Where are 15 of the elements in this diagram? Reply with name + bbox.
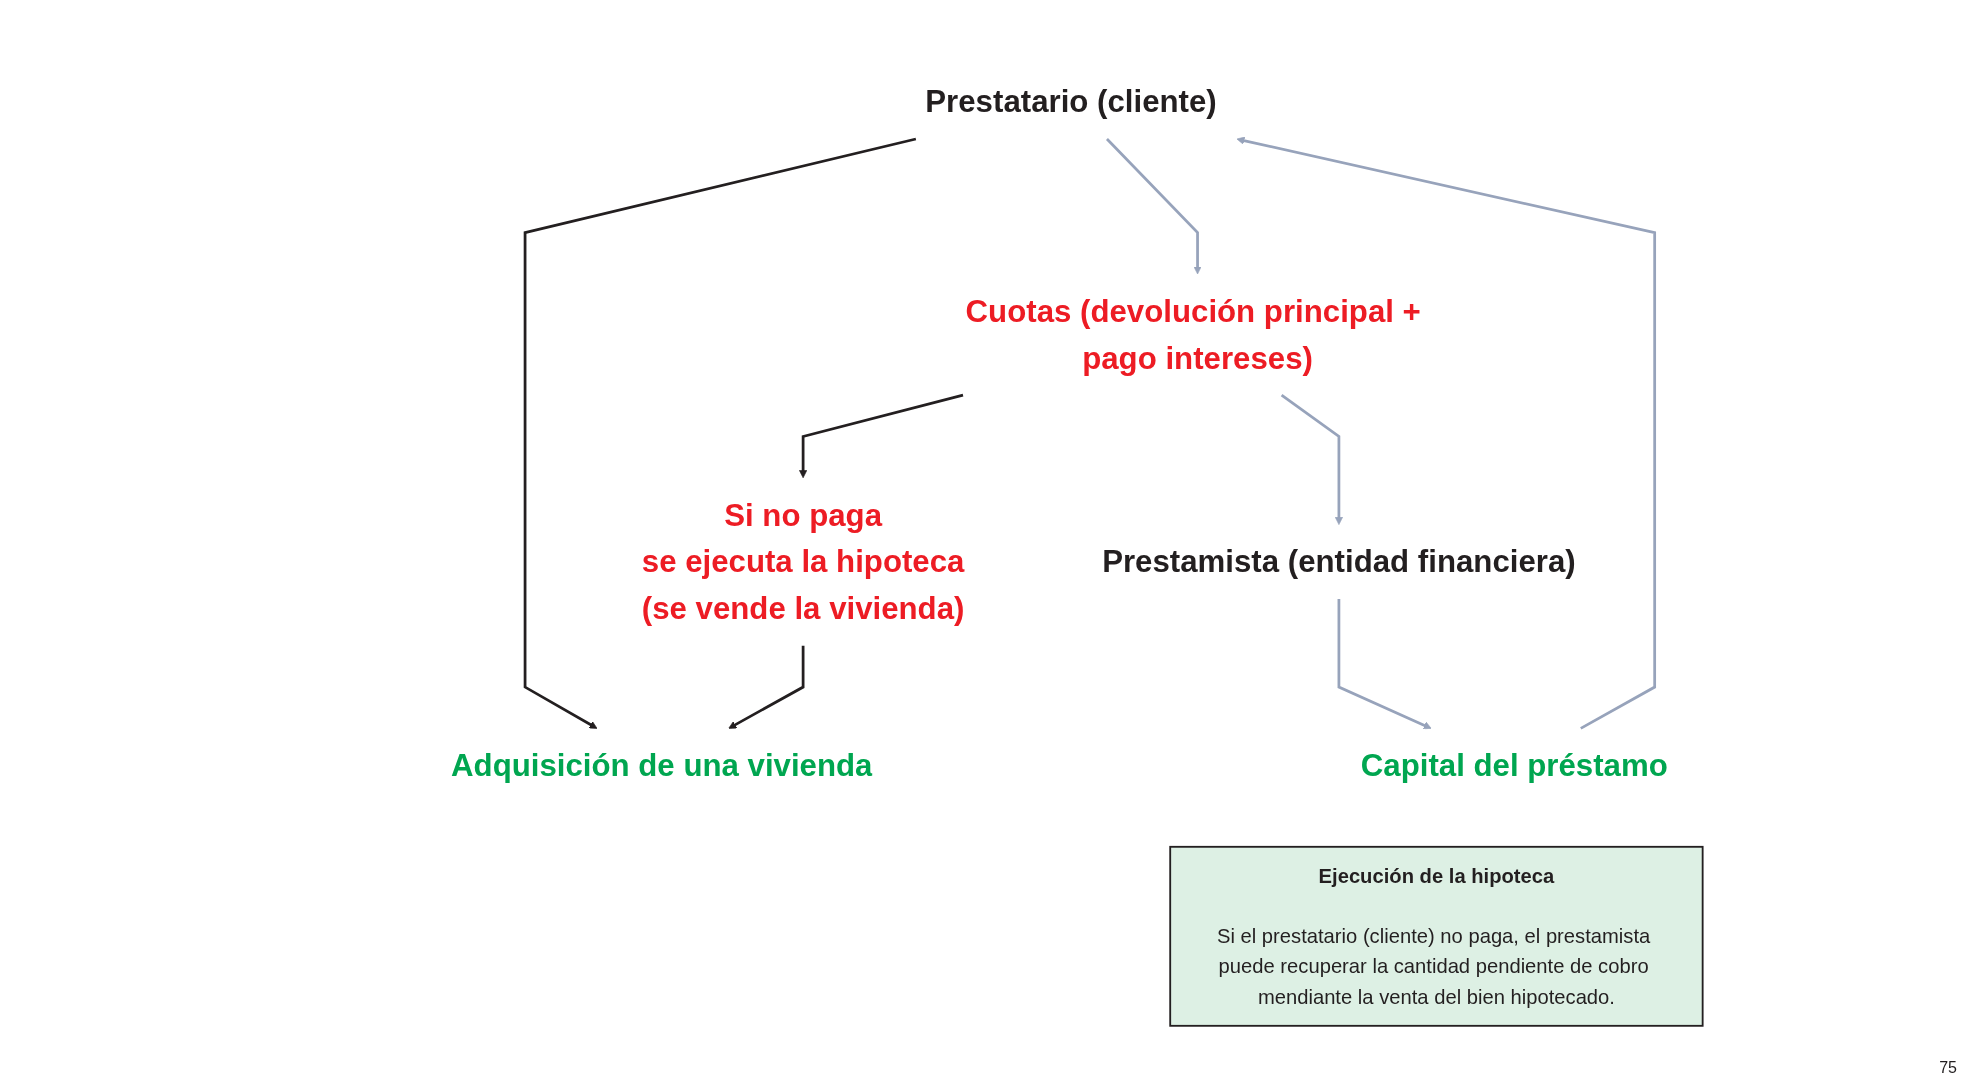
- arrow: [1236, 136, 1656, 730]
- node-text: Adquisición de una vivienda: [450, 747, 872, 783]
- node-text: Prestamista (entidad financiera): [1101, 543, 1576, 579]
- arrow: [1337, 598, 1432, 730]
- node-text: Cuotas (devolución principal + pago intereses): [965, 293, 1421, 375]
- node-text: Capital del préstamo: [1360, 747, 1668, 783]
- page-number: 75: [1939, 1059, 1957, 1076]
- arrow: [523, 137, 916, 729]
- arrow: [727, 645, 804, 729]
- arrow: [1105, 138, 1202, 275]
- arrow: [1280, 394, 1343, 525]
- arrow: [798, 393, 963, 479]
- node-box: Ejecución de la hipoteca Si el prestatario (cliente) no paga, el prestamista puede recuperar la cantidad pendiente de cobro mendiante la venta del bien hipotecado.: [1168, 845, 1704, 1027]
- node-text: Prestatario (cliente): [924, 83, 1217, 119]
- node-text: Si no paga se ejecuta la hipoteca (se vende la vivienda): [641, 497, 964, 626]
